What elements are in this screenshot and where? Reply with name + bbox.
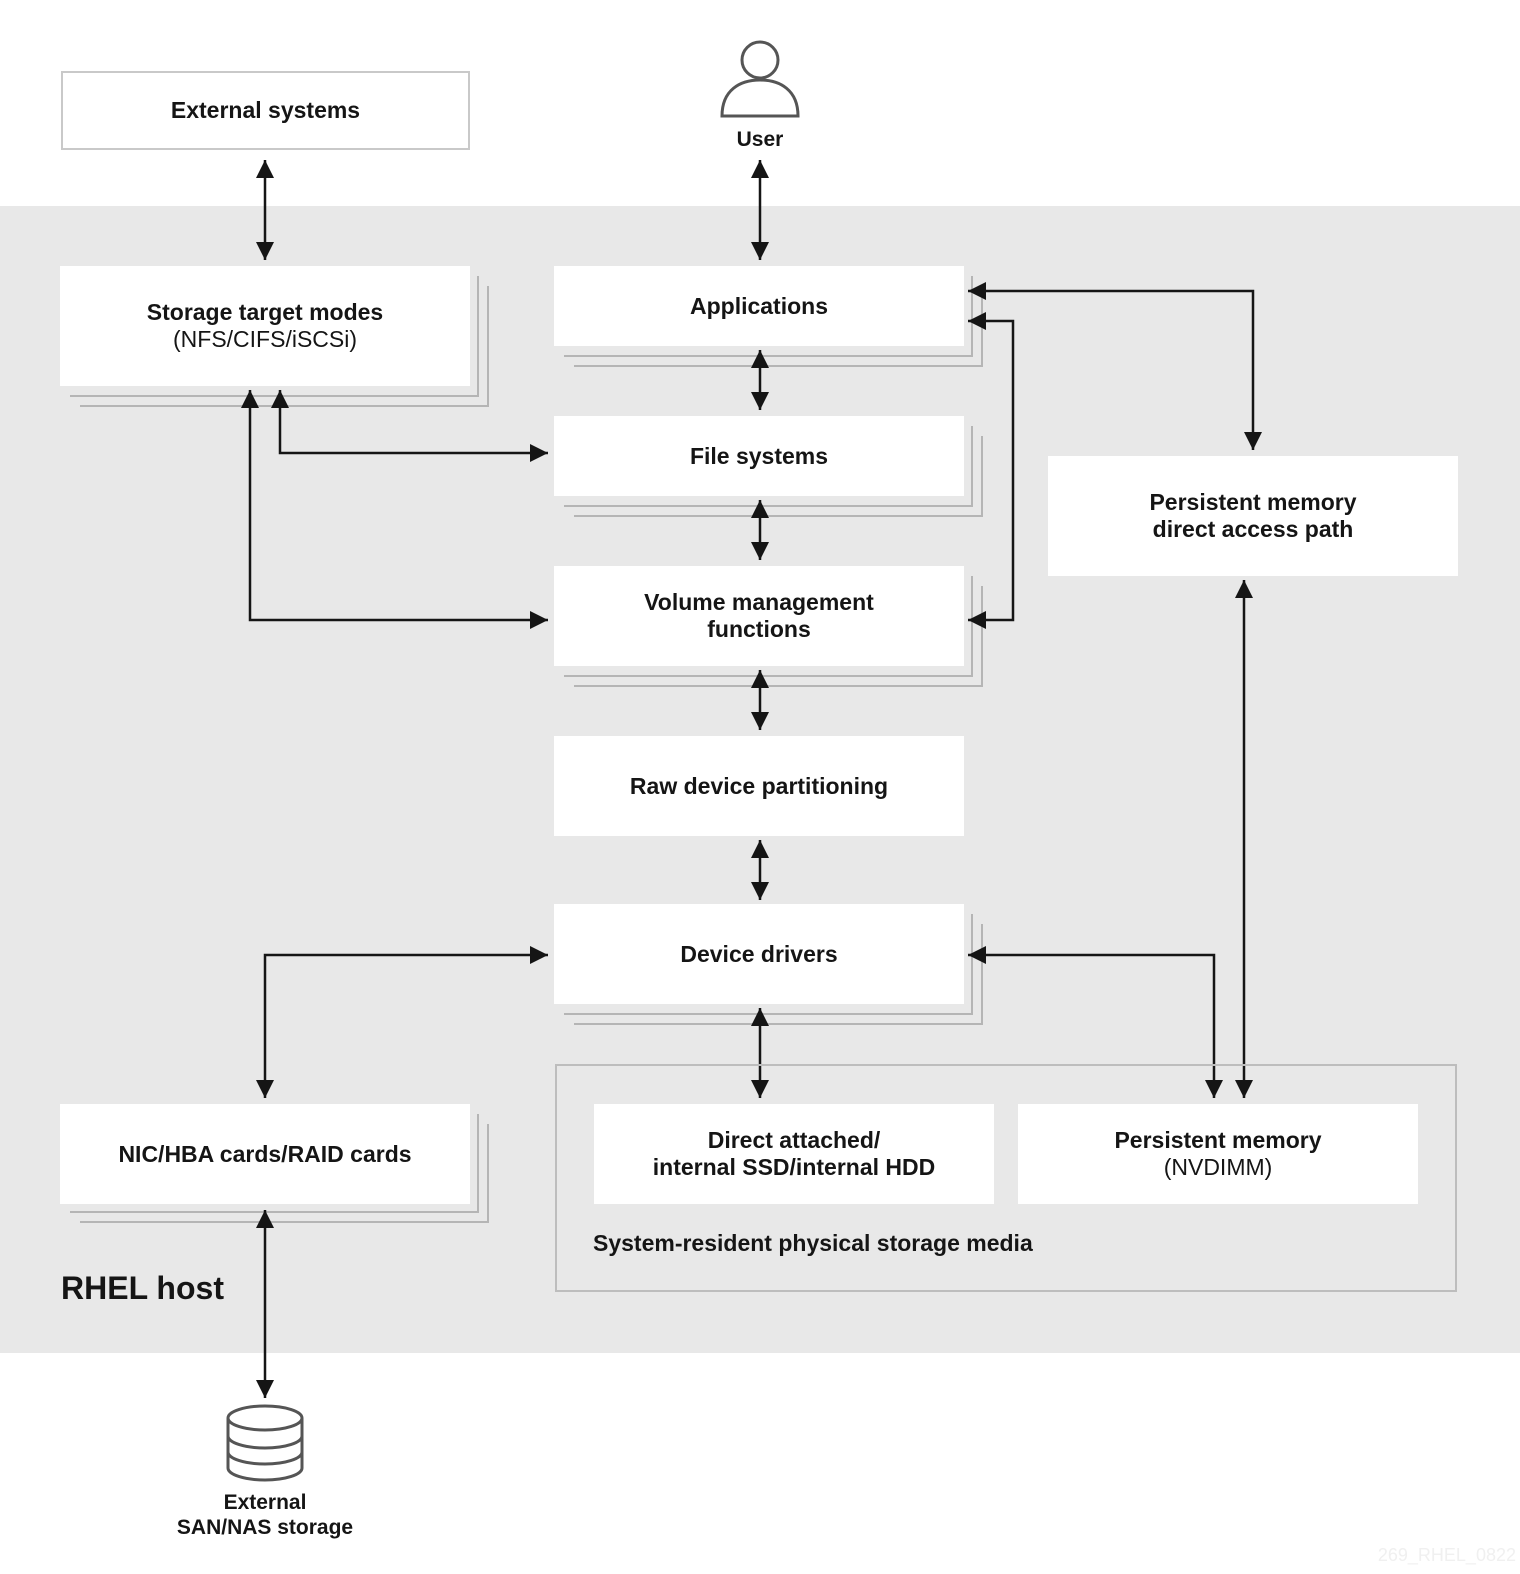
storage-target-subtitle: (NFS/CIFS/iSCSi): [173, 326, 357, 352]
nic-hba-raid-label: NIC/HBA cards/RAID cards: [118, 1140, 412, 1167]
pmem-direct-line2: direct access path: [1152, 516, 1354, 542]
pmem-direct-line1: Persistent memory: [1149, 489, 1357, 515]
direct-attached-box: Direct attached/ internal SSD/internal H…: [594, 1104, 994, 1204]
storage-target-modes-box: Storage target modes (NFS/CIFS/iSCSi): [60, 266, 470, 386]
user-icon: [720, 40, 800, 118]
device-drivers-box: Device drivers: [554, 904, 964, 1004]
rhel-host-label: RHEL host: [61, 1270, 224, 1306]
persistent-memory-subtitle: (NVDIMM): [1163, 1154, 1273, 1180]
raw-device-partitioning-label: Raw device partitioning: [629, 772, 889, 799]
physical-storage-media-group: [555, 1064, 1457, 1292]
pmem-direct-access-box: Persistent memory direct access path: [1048, 456, 1458, 576]
persistent-memory-box: Persistent memory (NVDIMM): [1018, 1104, 1418, 1204]
applications-label: Applications: [689, 292, 828, 319]
volume-management-line2: functions: [707, 616, 811, 642]
database-icon: [226, 1404, 304, 1482]
direct-attached-line1: Direct attached/: [707, 1127, 881, 1153]
raw-device-partitioning-box: Raw device partitioning: [554, 736, 964, 836]
file-systems-box: File systems: [554, 416, 964, 496]
volume-management-box: Volume management functions: [554, 566, 964, 666]
user-label: User: [736, 128, 784, 151]
applications-box: Applications: [554, 266, 964, 346]
external-storage-line2: SAN/NAS storage: [176, 1516, 354, 1539]
storage-target-title: Storage target modes: [146, 299, 384, 325]
direct-attached-line2: internal SSD/internal HDD: [652, 1154, 936, 1180]
device-drivers-label: Device drivers: [680, 940, 838, 967]
figure-id-watermark: 269_RHEL_0822: [1377, 1545, 1516, 1565]
nic-hba-raid-box: NIC/HBA cards/RAID cards: [60, 1104, 470, 1204]
external-storage-line1: External: [223, 1491, 307, 1514]
external-storage-label: External SAN/NAS storage: [150, 1490, 380, 1540]
physical-storage-media-label: System-resident physical storage media: [593, 1230, 1033, 1256]
volume-management-line1: Volume management: [644, 589, 874, 615]
external-systems-box: External systems: [61, 71, 470, 150]
file-systems-label: File systems: [689, 442, 829, 469]
persistent-memory-title: Persistent memory: [1114, 1127, 1322, 1153]
external-systems-label: External systems: [170, 97, 361, 123]
